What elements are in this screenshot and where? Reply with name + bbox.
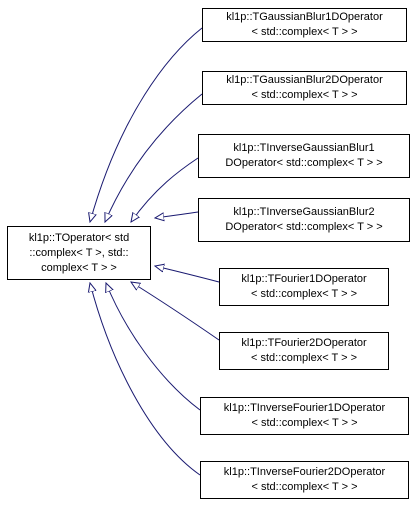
derived-class-line-1: kl1p::TGaussianBlur2DOperator bbox=[226, 74, 383, 86]
derived-class-line-2: < std::complex< T > > bbox=[251, 288, 357, 300]
derived-class-line-2: < std::complex< T > > bbox=[251, 417, 358, 429]
derived-class-line-1: kl1p::TInverseGaussianBlur2 bbox=[233, 206, 375, 218]
edge-inverse-gaussian-blur-2d bbox=[155, 211, 199, 218]
derived-class-node-gaussian-blur-1d[interactable]: kl1p::TGaussianBlur1DOperator < std::com… bbox=[202, 8, 407, 42]
base-class-line-2: ::complex< T >, std:: bbox=[29, 246, 129, 259]
edge-gaussian-blur-1d bbox=[90, 27, 203, 222]
derived-class-line-1: kl1p::TInverseFourier1DOperator bbox=[223, 402, 386, 414]
edge-inverse-fourier-1d bbox=[106, 283, 201, 411]
derived-class-line-1: kl1p::TInverseGaussianBlur1 bbox=[233, 142, 375, 154]
derived-class-line-2: < std::complex< T > > bbox=[251, 481, 358, 493]
derived-class-line-1: kl1p::TGaussianBlur1DOperator bbox=[226, 11, 383, 23]
edge-inverse-fourier-2d bbox=[90, 283, 201, 476]
derived-class-node-inverse-fourier-1d[interactable]: kl1p::TInverseFourier1DOperator < std::c… bbox=[200, 397, 409, 435]
derived-class-line-2: < std::complex< T > > bbox=[251, 89, 358, 101]
derived-class-line-2: < std::complex< T > > bbox=[251, 26, 358, 38]
edge-fourier-2d bbox=[131, 282, 220, 341]
base-class-line-3: complex< T > > bbox=[41, 261, 117, 274]
derived-class-node-gaussian-blur-2d[interactable]: kl1p::TGaussianBlur2DOperator < std::com… bbox=[202, 71, 407, 105]
derived-class-node-fourier-2d[interactable]: kl1p::TFourier2DOperator < std::complex<… bbox=[219, 332, 389, 370]
derived-class-line-2: DOperator< std::complex< T > > bbox=[225, 221, 383, 233]
derived-class-line-1: kl1p::TFourier2DOperator bbox=[241, 337, 367, 349]
derived-class-node-inverse-gaussian-blur-2d[interactable]: kl1p::TInverseGaussianBlur2 DOperator< s… bbox=[198, 198, 410, 242]
derived-class-line-2: < std::complex< T > > bbox=[251, 352, 357, 364]
edge-inverse-gaussian-blur-1d bbox=[131, 157, 199, 222]
derived-class-node-inverse-gaussian-blur-1d[interactable]: kl1p::TInverseGaussianBlur1 DOperator< s… bbox=[198, 134, 410, 178]
derived-class-line-2: DOperator< std::complex< T > > bbox=[225, 157, 383, 169]
edge-fourier-1d bbox=[155, 266, 220, 283]
derived-class-line-1: kl1p::TInverseFourier2DOperator bbox=[223, 466, 386, 478]
edge-gaussian-blur-2d bbox=[105, 93, 203, 222]
base-class-line-1: kl1p::TOperator< std bbox=[28, 231, 130, 244]
derived-class-line-1: kl1p::TFourier1DOperator bbox=[241, 273, 367, 285]
base-class-node[interactable]: kl1p::TOperator< std ::complex< T >, std… bbox=[7, 226, 151, 280]
derived-class-node-fourier-1d[interactable]: kl1p::TFourier1DOperator < std::complex<… bbox=[219, 268, 389, 306]
derived-class-node-inverse-fourier-2d[interactable]: kl1p::TInverseFourier2DOperator < std::c… bbox=[200, 461, 409, 499]
